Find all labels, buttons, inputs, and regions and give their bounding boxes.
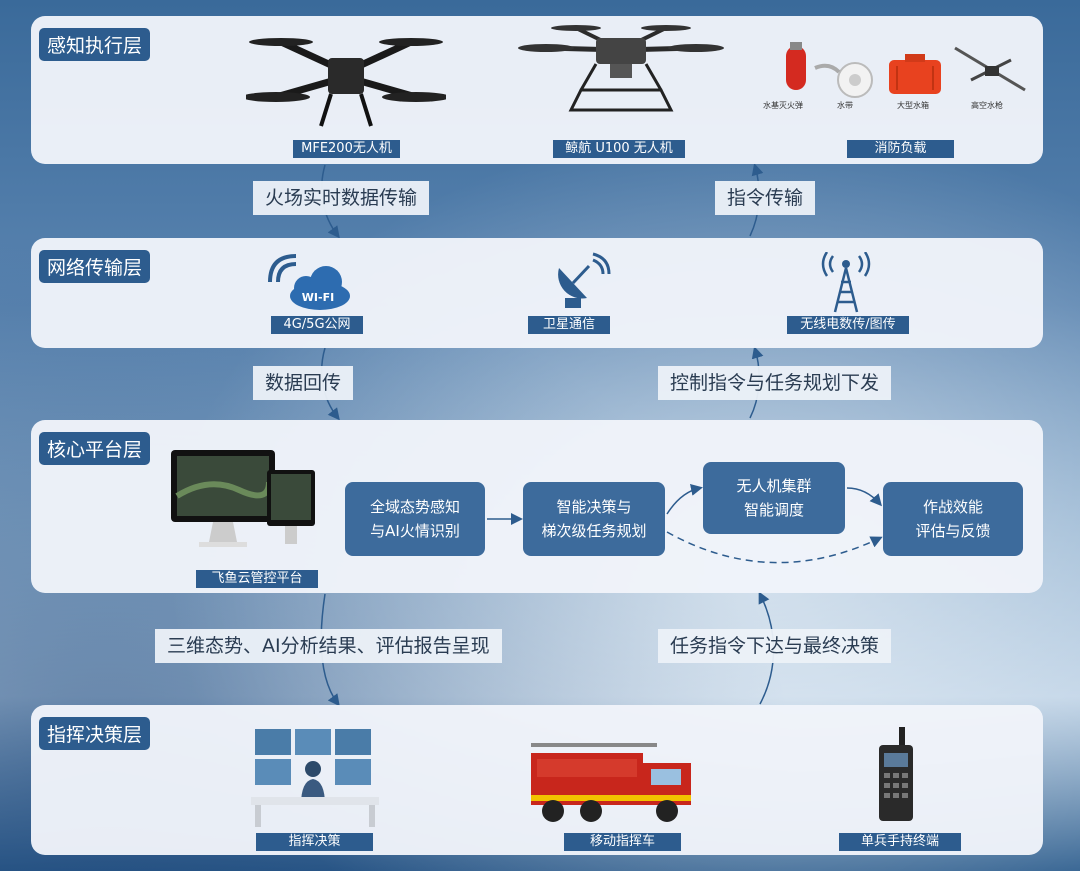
core-layer-title: 核心平台层 [39, 432, 151, 465]
wifi-cloud-icon: WI-FI [268, 254, 350, 310]
node-swarm-line1: 无人机集群 [736, 477, 812, 495]
mfe200-drone-icon [246, 38, 446, 127]
u100-caption: 鲸航 U100 无人机 [553, 140, 685, 158]
node-evaluation-line1: 作战效能 [922, 498, 983, 516]
hose-icon [814, 62, 873, 98]
flow-label-final-decision: 任务指令下达与最终决策 [658, 629, 892, 663]
command-layer-title: 指挥决策层 [39, 717, 151, 750]
node-situation-awareness: 全域态势感知 与AI火情识别 [345, 482, 485, 556]
u100-drone-icon [518, 25, 724, 112]
mfe200-caption: MFE200无人机 [293, 140, 400, 158]
wifi-text: WI-FI [302, 291, 334, 304]
node-decision-line2: 梯次级任务规划 [541, 522, 647, 540]
node-evaluation-line2: 评估与反馈 [915, 522, 991, 540]
payload-label-bomb: 水基灭火弹 [763, 101, 803, 110]
handheld-terminal-icon [879, 727, 913, 821]
flow-label-realtime-data: 火场实时数据传输 [253, 181, 430, 215]
public-network-caption: 4G/5G公网 [271, 316, 363, 334]
payload-label-tank: 大型水箱 [897, 101, 929, 110]
payload-label-cannon: 高空水枪 [971, 101, 1003, 110]
radio-caption: 无线电数传/图传 [787, 316, 909, 334]
satellite-caption: 卫星通信 [528, 316, 610, 334]
command-center-icon [251, 729, 379, 827]
perception-layer-title: 感知执行层 [39, 28, 151, 61]
node-situation-line1: 全域态势感知 [369, 498, 460, 516]
node-intelligent-decision: 智能决策与 梯次级任务规划 [523, 482, 665, 556]
flow-label-data-return: 数据回传 [253, 366, 354, 400]
mobile-command-vehicle-caption: 移动指挥车 [564, 833, 681, 851]
flow-label-3d-situation: 三维态势、AI分析结果、评估报告呈现 [155, 629, 502, 663]
radio-tower-icon [821, 252, 871, 313]
network-layer-title: 网络传输层 [39, 250, 151, 283]
command-decision-layer: 指挥决策层 指挥决策 移动指挥车 单兵手持终端 [31, 705, 1043, 855]
fire-truck-icon [531, 743, 691, 822]
monitor-icon [171, 450, 315, 547]
handheld-caption: 单兵手持终端 [839, 833, 961, 851]
core-platform-layer: 核心平台层 飞鱼云管控平台 全域态势感知 与AI火情识别 智能决策与 梯次级任务… [31, 420, 1043, 593]
network-layer: 网络传输层 WI-FI 4G/5G公网 卫星通信 无线电数传/图传 [31, 238, 1043, 348]
satellite-dish-icon [558, 252, 611, 308]
command-decision-caption: 指挥决策 [256, 833, 373, 851]
payload-label-hose: 水带 [837, 101, 853, 110]
node-situation-line2: 与AI火情识别 [370, 522, 460, 540]
flow-label-command-transmission: 指令传输 [715, 181, 816, 215]
node-decision-line1: 智能决策与 [556, 498, 632, 516]
fire-extinguisher-bomb-icon [786, 42, 806, 90]
water-cannon-icon [954, 46, 1026, 92]
core-node-arrows [487, 483, 883, 564]
perception-layer: 感知执行层 MFE200无人机 鲸航 U100 无人机 水基灭火弹 [31, 16, 1043, 164]
node-swarm-scheduling: 无人机集群 智能调度 [703, 462, 845, 534]
fire-payload-caption: 消防负载 [847, 140, 954, 158]
flow-label-control-command: 控制指令与任务规划下发 [658, 366, 892, 400]
node-effectiveness-evaluation: 作战效能 评估与反馈 [883, 482, 1023, 556]
platform-caption: 飞鱼云管控平台 [196, 570, 318, 588]
water-tank-icon [889, 54, 941, 94]
node-swarm-line2: 智能调度 [743, 501, 804, 519]
